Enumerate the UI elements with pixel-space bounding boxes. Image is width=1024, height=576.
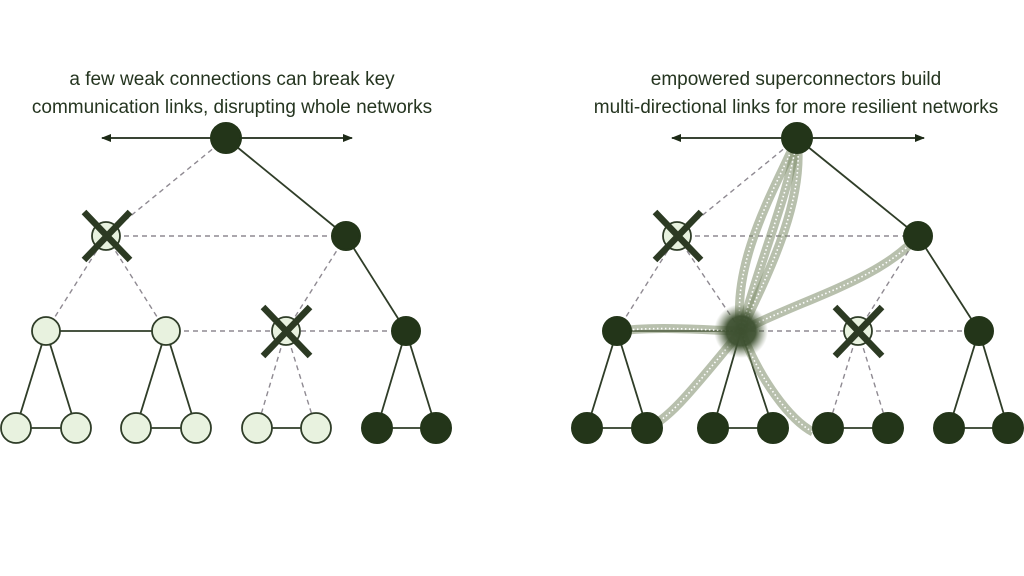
right-leaf-node bbox=[571, 412, 603, 444]
left-leaf-node bbox=[300, 412, 332, 444]
left-leaf-node bbox=[241, 412, 273, 444]
right-leaf-node bbox=[933, 412, 965, 444]
left-caption-line-1: a few weak connections can break key bbox=[69, 69, 395, 90]
left-leaf-node bbox=[180, 412, 212, 444]
right-level3-node bbox=[602, 316, 632, 346]
left-network bbox=[0, 122, 452, 444]
left-caption-line-2: communication links, disrupting whole ne… bbox=[31, 97, 433, 118]
right-caption: empowered superconnectors build multi-di… bbox=[536, 66, 1024, 122]
right-leaf-node bbox=[872, 412, 904, 444]
right-caption-line-1: empowered superconnectors build bbox=[650, 69, 942, 90]
right-network bbox=[571, 122, 1024, 444]
left-weak-links bbox=[45, 137, 406, 429]
left-leaf-node bbox=[60, 412, 92, 444]
left-leaf-node bbox=[420, 412, 452, 444]
left-level3-node bbox=[31, 316, 61, 346]
superconnector-hub-node bbox=[714, 304, 768, 358]
superconnector-links bbox=[616, 136, 922, 436]
left-strong-links bbox=[15, 137, 437, 429]
right-root-node bbox=[781, 122, 813, 154]
left-level2-node bbox=[331, 221, 361, 251]
right-caption-line-2: multi-directional links for more resilie… bbox=[593, 97, 999, 118]
broken-link-x-icon bbox=[832, 304, 885, 359]
right-leaf-node bbox=[992, 412, 1024, 444]
left-level3-node bbox=[391, 316, 421, 346]
left-root-node bbox=[210, 122, 242, 154]
right-level2-node bbox=[903, 221, 933, 251]
left-leaf-node bbox=[361, 412, 393, 444]
left-leaf-node bbox=[120, 412, 152, 444]
right-level3-node bbox=[964, 316, 994, 346]
right-leaf-node bbox=[697, 412, 729, 444]
left-caption: a few weak connections can break key com… bbox=[0, 66, 492, 122]
broken-link-x-icon bbox=[652, 209, 704, 263]
right-leaf-node bbox=[631, 412, 663, 444]
right-leaf-node bbox=[812, 412, 844, 444]
broken-link-x-icon bbox=[260, 304, 313, 359]
left-leaf-node bbox=[0, 412, 32, 444]
broken-link-x-icon bbox=[81, 209, 133, 263]
left-level3-node bbox=[151, 316, 181, 346]
right-leaf-node bbox=[757, 412, 789, 444]
